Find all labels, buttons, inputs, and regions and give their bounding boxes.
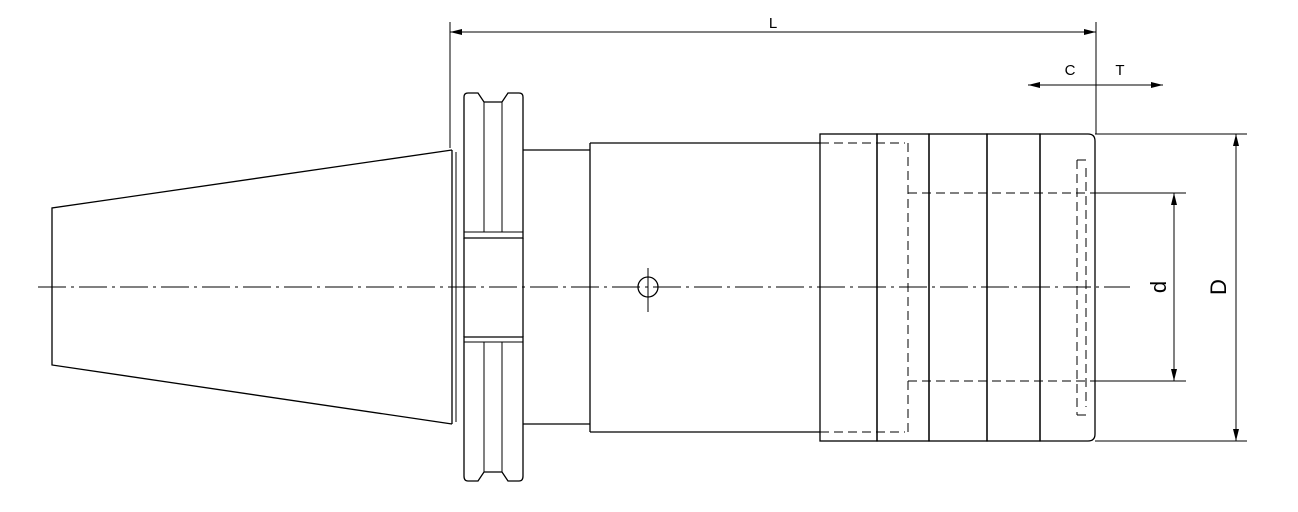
dimension-l: L (449, 15, 1097, 148)
dimension-label-outer-d: D (1206, 279, 1231, 295)
neck (523, 149, 590, 425)
dimension-d-bore: d (1095, 192, 1186, 382)
dimension-c-t: C T (1028, 62, 1163, 88)
dimension-label-d: d (1146, 281, 1171, 293)
dimension-label-l: L (769, 15, 777, 32)
dimension-d-outer: D (1095, 133, 1247, 442)
dimension-label-c: C (1065, 62, 1076, 79)
dimension-label-t: T (1115, 62, 1124, 79)
